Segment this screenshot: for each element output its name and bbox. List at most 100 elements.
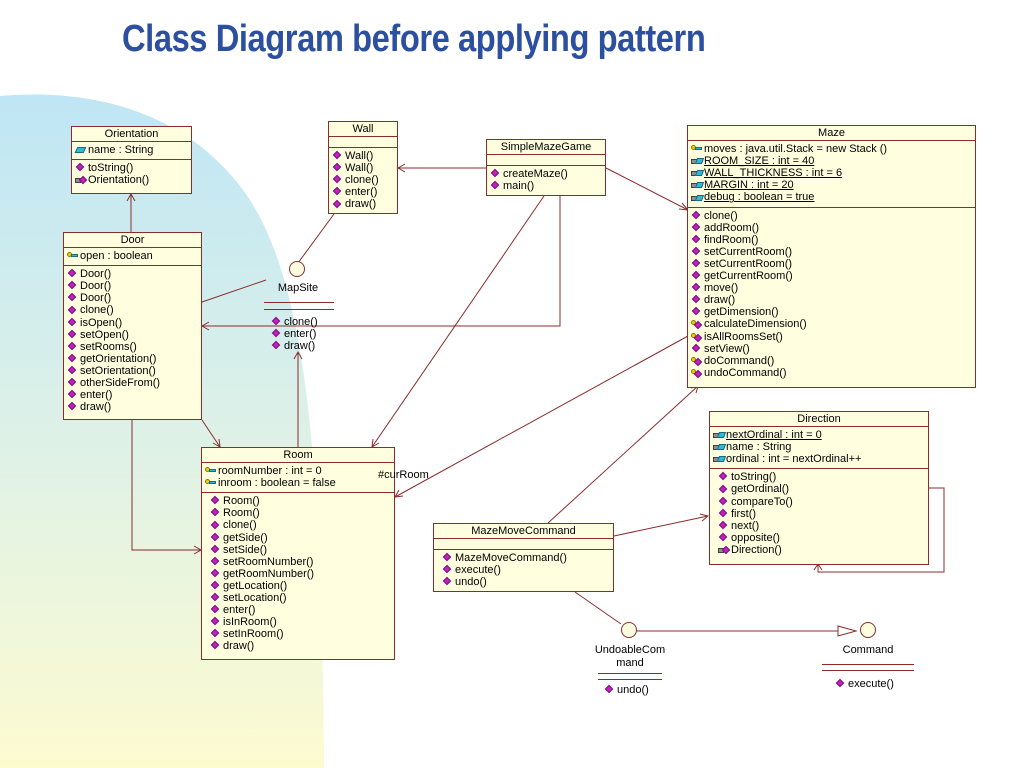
operation-text: next() (731, 519, 760, 532)
simplemazegame-class[interactable]: SimpleMazeGame createMaze() main() (486, 139, 606, 196)
protected-method-icon (691, 368, 703, 378)
class-name: Direction (710, 412, 928, 428)
attribute-row: name : String (75, 144, 189, 156)
method-icon (210, 605, 222, 615)
operation-text: draw() (223, 640, 255, 653)
operation-text: isInRoom() (223, 616, 277, 629)
operation-text: undo() (617, 684, 649, 696)
operation-text: execute() (455, 564, 501, 577)
operation-row: enter() (332, 186, 395, 198)
interface-circle-icon (289, 261, 305, 277)
interface-name-line2: mand (616, 657, 644, 669)
direction-class[interactable]: Direction nextOrdinal : int = 0 name : S… (709, 411, 929, 565)
operation-text: getOrientation() (80, 352, 157, 365)
command-interface[interactable]: Command execute() (822, 622, 914, 694)
door-class[interactable]: Door open : boolean Door() Door() Door()… (63, 232, 202, 420)
operation-row: getSide() (210, 532, 392, 544)
operation-row: setRooms() (67, 341, 199, 353)
operation-text: opposite() (731, 531, 780, 544)
maze-class[interactable]: Maze moves : java.util.Stack = new Stack… (687, 125, 976, 388)
private-field-icon (691, 180, 703, 190)
attribute-row: ordinal : int = nextOrdinal++ (713, 453, 926, 465)
protected-method-icon (691, 356, 703, 366)
room-class[interactable]: Room roomNumber : int = 0 inroom : boole… (201, 447, 395, 660)
attribute-row: MARGIN : int = 20 (691, 179, 973, 191)
slide-title: Class Diagram before applying pattern (122, 18, 706, 60)
wall-class[interactable]: Wall Wall() Wall() clone() enter() draw(… (328, 121, 398, 214)
orientation-class[interactable]: Orientation name : String toString() Ori… (71, 126, 192, 194)
method-icon (718, 521, 730, 531)
method-icon (67, 306, 79, 316)
game-door-dependency (202, 196, 561, 327)
operation-row: Room() (210, 507, 392, 519)
operation-row: undo() (604, 684, 649, 696)
operation-text: MazeMoveCommand() (455, 552, 567, 565)
attribute-text: moves : java.util.Stack = new Stack () (704, 143, 888, 156)
private-field-icon (713, 442, 725, 452)
operation-row: Direction() (718, 544, 926, 556)
class-name: Door (64, 233, 201, 249)
method-icon (67, 390, 79, 400)
operation-row: next() (718, 520, 926, 532)
operation-text: toString() (731, 471, 777, 484)
operation-text: clone() (284, 316, 318, 328)
attribute-row: open : boolean (67, 250, 199, 262)
operation-row: enter() (67, 389, 199, 401)
operation-row: toString() (75, 162, 189, 174)
operation-text: setRoomNumber() (223, 555, 314, 568)
operation-row: Door() (67, 292, 199, 304)
operation-row: clone() (271, 316, 318, 328)
operation-row: draw() (332, 198, 395, 210)
operation-text: clone() (223, 519, 257, 532)
method-icon (718, 509, 730, 519)
operation-text: setOpen() (80, 328, 129, 341)
method-icon (691, 295, 703, 305)
operation-row: Door() (67, 280, 199, 292)
attribute-row: debug : boolean = true (691, 191, 973, 203)
operation-row: Door() (67, 268, 199, 280)
operation-text: getDimension() (704, 306, 779, 319)
operation-row: first() (718, 508, 926, 520)
game-wall-arrowhead (396, 163, 406, 173)
method-icon (332, 151, 344, 161)
operation-text: setOrientation() (80, 364, 156, 377)
attribute-row: roomNumber : int = 0 (205, 465, 392, 477)
method-icon (835, 679, 847, 689)
mazemovecommand-class[interactable]: MazeMoveCommand MazeMoveCommand() execut… (433, 523, 614, 592)
operation-row: enter() (210, 604, 392, 616)
operation-row: move() (691, 282, 973, 294)
attribute-text: debug : boolean = true (704, 191, 815, 204)
operation-text: enter() (223, 604, 256, 617)
direction-self-association (817, 487, 945, 573)
method-icon (271, 341, 283, 351)
game-room-dependency (371, 195, 545, 448)
operation-row: getCurrentRoom() (691, 270, 973, 282)
operation-row: isOpen() (67, 317, 199, 329)
class-name: Room (202, 448, 394, 464)
operation-text: getSide() (223, 531, 268, 544)
operation-text: Wall() (345, 150, 374, 163)
operation-row: addRoom() (691, 222, 973, 234)
operation-row: clone() (67, 304, 199, 316)
operation-text: undoCommand() (704, 366, 787, 379)
mapsite-interface[interactable]: MapSite clone() enter() draw() (262, 261, 334, 356)
attribute-text: inroom : boolean = false (218, 477, 336, 490)
private-field-icon (691, 156, 703, 166)
attribute-row: ROOM_SIZE : int = 40 (691, 155, 973, 167)
operation-row: draw() (271, 340, 318, 352)
attribute-text: open : boolean (80, 250, 153, 263)
method-icon (442, 565, 454, 575)
method-icon (210, 569, 222, 579)
operation-row: clone() (332, 174, 395, 186)
attribute-text: name : String (88, 144, 154, 157)
undoablecommand-interface[interactable]: UndoableCom mand undo() (578, 622, 682, 698)
protected-field-icon (205, 478, 217, 488)
operation-row: Wall() (332, 162, 395, 174)
operation-text: clone() (704, 209, 738, 222)
method-icon (67, 342, 79, 352)
operation-text: enter() (284, 328, 317, 341)
method-icon (210, 641, 222, 651)
operation-row: doCommand() (691, 355, 973, 367)
operation-text: addRoom() (704, 221, 760, 234)
operation-text: getCurrentRoom() (704, 270, 793, 283)
